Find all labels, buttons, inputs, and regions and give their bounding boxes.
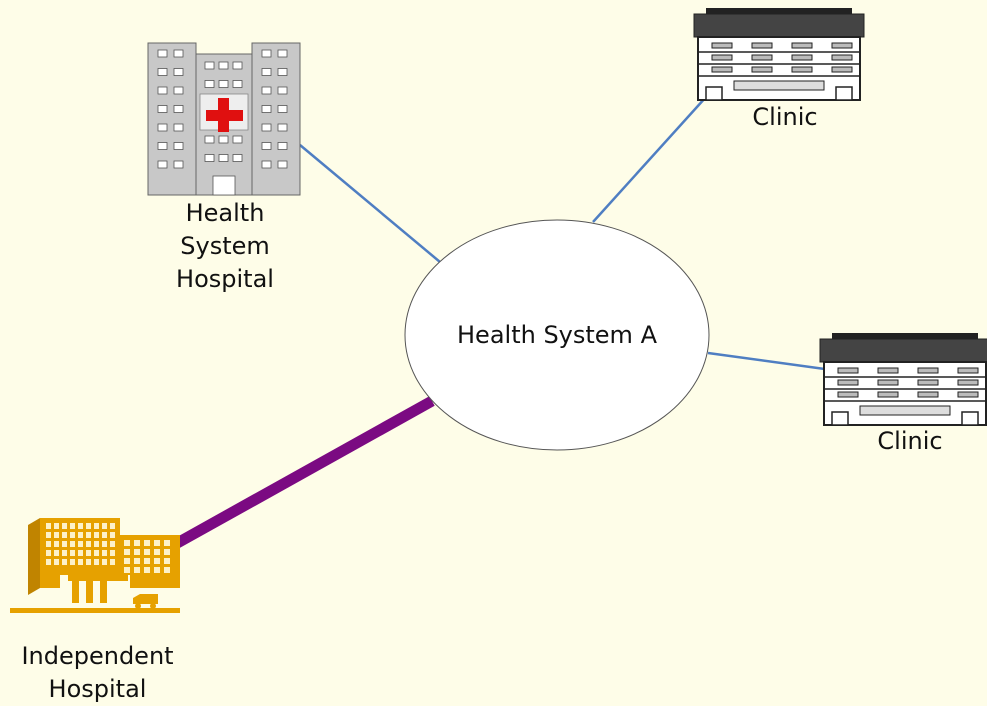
connector-clinic-right	[707, 351, 833, 372]
clinic-building-icon	[693, 8, 865, 101]
independent-hospital-icon	[10, 518, 180, 613]
hospital-building-icon	[147, 42, 301, 196]
node-label-independent-hospital: Independent Hospital	[5, 640, 190, 706]
node-label-clinic-top: Clinic	[752, 103, 818, 131]
ambulance-icon	[133, 594, 158, 604]
label-line: Independent	[21, 642, 174, 670]
label-line: Hospital	[48, 675, 147, 703]
label-line: Health	[185, 199, 265, 227]
connector-independent-hospital	[169, 396, 435, 551]
label-line: System	[180, 232, 270, 260]
clinic-building-icon	[819, 333, 987, 426]
center-node-label: Health System A	[457, 321, 657, 349]
connector-health-system-hospital	[299, 144, 441, 263]
connector-clinic-top	[592, 96, 707, 223]
label-line: Hospital	[176, 265, 274, 293]
center-node-ellipse	[404, 219, 710, 451]
node-label-clinic-right: Clinic	[877, 427, 943, 455]
node-label-health-system-hospital: Health System Hospital	[150, 197, 300, 296]
